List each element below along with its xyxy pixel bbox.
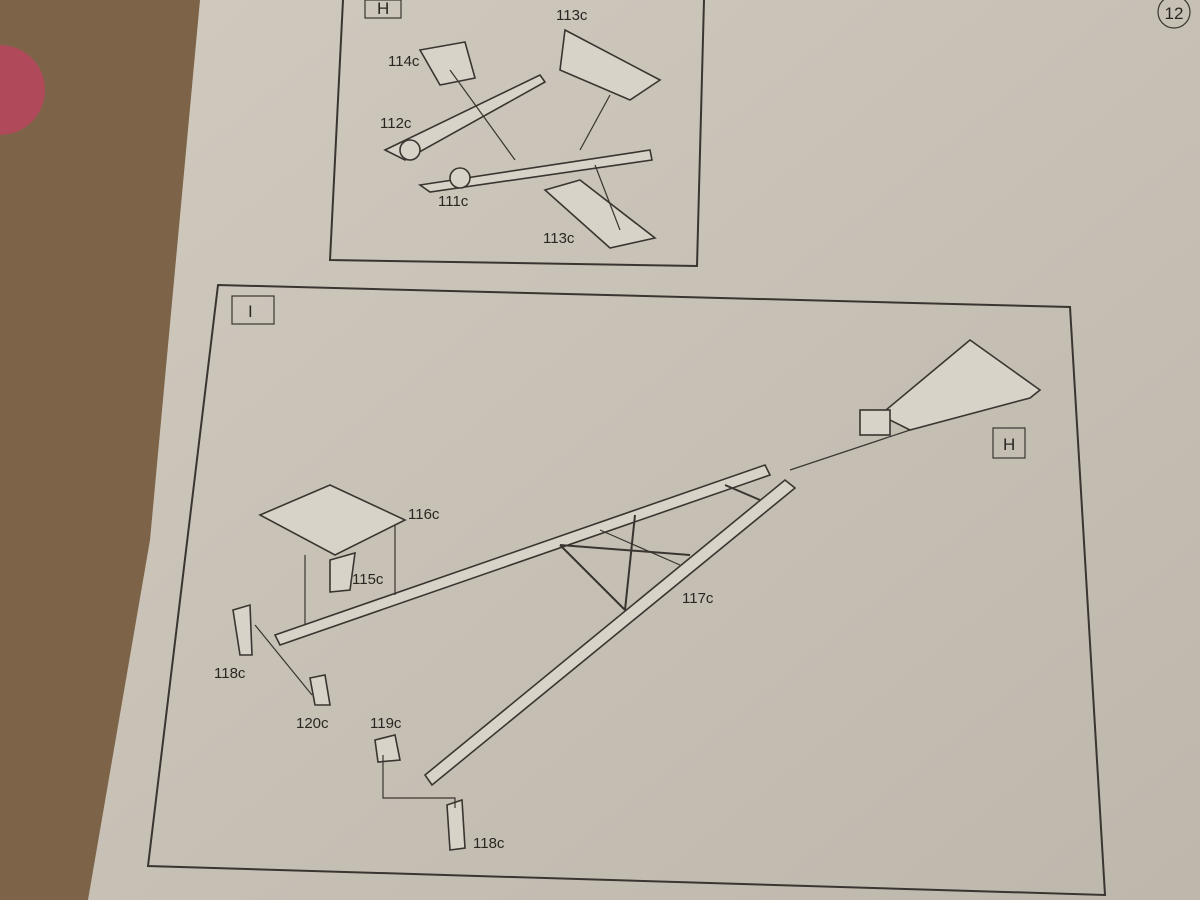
diagram-line	[254, 624, 313, 696]
page-number-badge: 12	[1157, 0, 1191, 29]
panel-h: H 114c 113c 112c 111c 113c	[328, 0, 705, 268]
part-label: 119c	[370, 715, 402, 732]
diagram-line	[382, 755, 456, 808]
diagram-line	[449, 69, 516, 161]
part-118c-left	[232, 603, 253, 656]
part-117c-left-rail	[273, 464, 772, 646]
panel-i: I H 116c 115c 117c 118c 120c 119c 118c	[146, 283, 1107, 897]
part-119c	[374, 734, 401, 763]
diagram-line	[449, 167, 471, 189]
diagram-line	[859, 409, 891, 436]
part-115c	[329, 551, 356, 593]
part-label: 118c	[473, 835, 505, 852]
diagram-line	[724, 484, 761, 501]
diagram-line	[599, 529, 681, 566]
part-112c	[399, 139, 421, 161]
part-113c-bottom	[543, 179, 657, 249]
part-116c	[258, 484, 407, 556]
part-label: 117c	[682, 590, 714, 607]
part-114c	[418, 41, 477, 86]
part-111c-left	[383, 73, 547, 161]
panel-h-tag: H	[377, 0, 389, 18]
hitch-frame	[878, 338, 1042, 431]
part-label: 118c	[214, 665, 246, 682]
part-120c	[309, 674, 331, 706]
diagram-line	[992, 427, 1026, 459]
diagram-line	[328, 0, 705, 268]
diagram-line	[789, 429, 911, 471]
part-label: 113c	[556, 7, 588, 24]
diagram-line	[579, 94, 611, 151]
diagram-line	[231, 295, 275, 325]
part-118c-right	[446, 798, 466, 851]
diagram-line	[559, 544, 626, 611]
part-label: 116c	[408, 506, 440, 523]
paper-sheet	[88, 0, 1200, 900]
panel-i-tag: I	[248, 302, 253, 321]
diagram-line	[364, 0, 402, 19]
diagram-line	[1157, 0, 1191, 29]
part-111c-right	[417, 149, 653, 193]
diagram-line	[594, 164, 621, 231]
part-label: 111c	[438, 193, 469, 210]
part-label: 120c	[296, 715, 329, 732]
diagram-line	[624, 514, 636, 611]
red-object	[0, 45, 45, 135]
diagram-line	[146, 283, 1107, 897]
part-label: 115c	[352, 571, 384, 588]
part-label: 112c	[380, 115, 412, 132]
part-label: 114c	[388, 53, 420, 70]
part-113c-top	[559, 28, 662, 101]
part-label: 113c	[543, 230, 575, 247]
diagram-line	[559, 544, 691, 556]
panel-i-ref-tag: H	[1003, 435, 1015, 454]
part-label: 12	[1165, 4, 1184, 23]
part-117c-right-rail	[423, 478, 797, 787]
